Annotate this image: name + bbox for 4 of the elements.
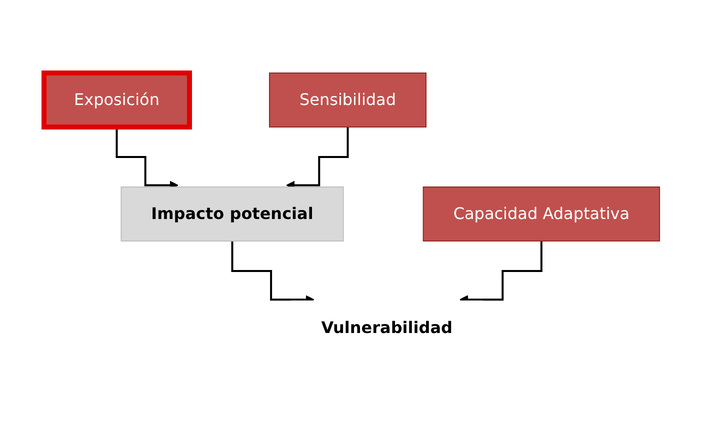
node-box: Sensibilidad (269, 72, 427, 128)
node-box: Impacto potencial (120, 186, 344, 242)
node-box: Exposición (42, 70, 192, 130)
node-box: Capacidad Adaptativa (423, 186, 660, 242)
